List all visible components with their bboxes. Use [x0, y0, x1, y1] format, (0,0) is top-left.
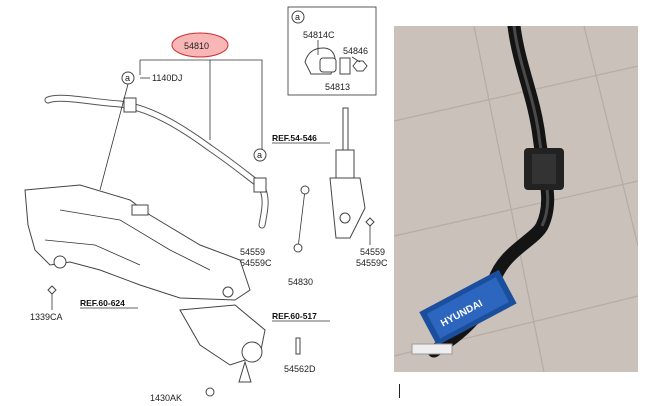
- svg-text:54814C: 54814C: [303, 30, 335, 40]
- part-number-ellipse: [171, 32, 229, 58]
- label-54559C-link: 54559C: [240, 258, 272, 268]
- part-number-54810: 54810: [184, 41, 209, 51]
- bushing-inset: a 54814C 54846 54813: [287, 6, 377, 96]
- svg-text:54813: 54813: [325, 82, 350, 92]
- crossmember-drawing: [24, 184, 251, 301]
- text-cursor: [399, 384, 400, 398]
- exploded-parts-diagram: 54810 a 54814C 54846 54813 a a 1140DJ RE…: [24, 6, 388, 403]
- callout-a-right: [253, 148, 267, 162]
- photo-part-tag: HYUNDAI: [419, 269, 517, 346]
- ref-60-517: REF.60-517: [272, 311, 317, 321]
- label-1140DJ: 1140DJ: [152, 73, 182, 83]
- svg-text:54846: 54846: [343, 46, 368, 56]
- label-1339CA: 1339CA: [30, 312, 63, 322]
- label-1430AK: 1430AK: [150, 393, 182, 403]
- label-54830: 54830: [288, 277, 313, 287]
- label-54559C-strut: 54559C: [356, 258, 388, 268]
- stabilizer-bar-photo: HYUNDAI: [394, 26, 638, 372]
- ref-60-624: REF.60-624: [80, 298, 125, 308]
- svg-text:a: a: [295, 12, 300, 22]
- label-54559-strut: 54559: [360, 247, 385, 257]
- label-54562D: 54562D: [284, 364, 316, 374]
- label-54559-link: 54559: [240, 247, 265, 257]
- svg-text:a: a: [125, 73, 130, 83]
- ref-54-546: REF.54-546: [272, 133, 317, 143]
- svg-text:a: a: [257, 150, 262, 160]
- strut-assembly-drawing: [329, 107, 366, 239]
